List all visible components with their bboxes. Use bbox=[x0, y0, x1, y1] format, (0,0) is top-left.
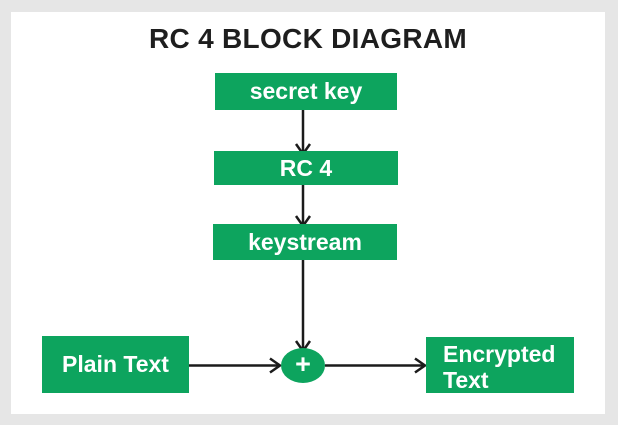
node-secret-key: secret key bbox=[215, 73, 397, 110]
node-encrypted-text: Encrypted Text bbox=[426, 337, 574, 393]
node-plain-text: Plain Text bbox=[42, 336, 189, 393]
diagram-title: RC 4 BLOCK DIAGRAM bbox=[148, 23, 468, 54]
node-rc4: RC 4 bbox=[214, 151, 398, 185]
node-keystream: keystream bbox=[213, 224, 397, 260]
plus-symbol: + bbox=[295, 349, 311, 379]
xor-node: + bbox=[281, 348, 325, 383]
